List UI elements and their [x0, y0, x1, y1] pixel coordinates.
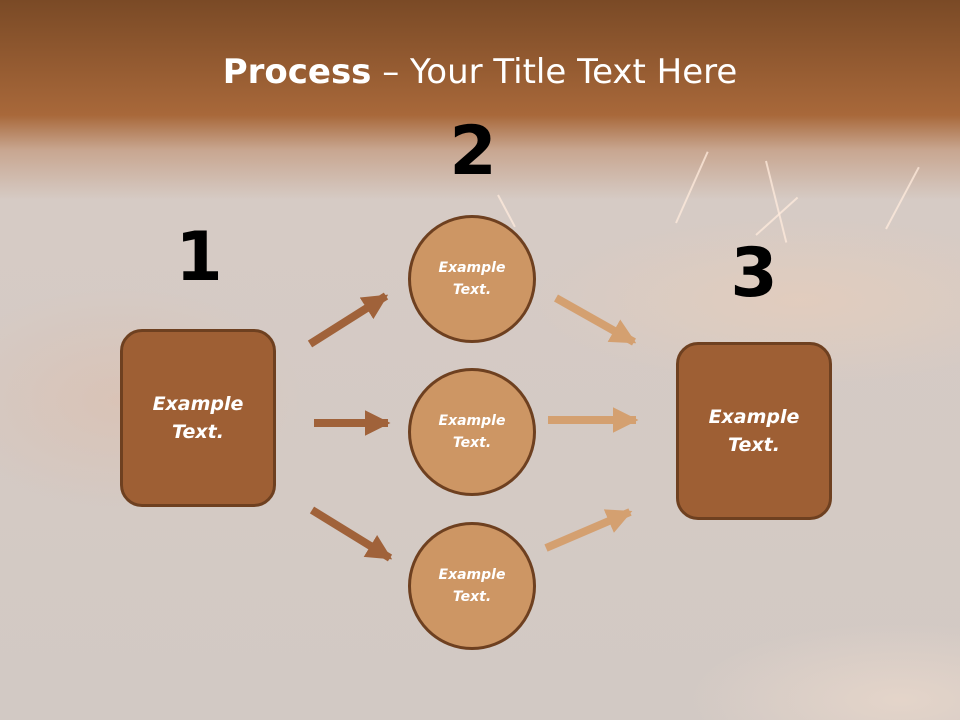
right-step-box: Example Text. [676, 342, 832, 520]
right-step-label: Example Text. [708, 405, 800, 457]
circle-top-label: Example Text. [438, 259, 506, 298]
step-number-1: 1 [175, 218, 223, 297]
circle-top: Example Text. [408, 215, 536, 343]
arrow-left-to-bottom [309, 506, 393, 562]
arrow-bottom-to-right [544, 508, 633, 552]
slide-title: Process – Your Title Text Here [0, 52, 960, 92]
circle-middle: Example Text. [408, 368, 536, 496]
arrow-left-to-top [307, 292, 389, 348]
step-number-2: 2 [449, 112, 497, 191]
circle-bottom-label: Example Text. [438, 566, 506, 605]
left-step-box: Example Text. [120, 329, 276, 507]
arrow-top-to-right [554, 294, 637, 346]
step-number-3: 3 [730, 234, 778, 313]
title-rest: – Your Title Text Here [371, 52, 738, 92]
left-step-label: Example Text. [152, 392, 244, 444]
circle-middle-label: Example Text. [438, 412, 506, 451]
title-bold: Process [222, 52, 372, 92]
circle-bottom: Example Text. [408, 522, 536, 650]
